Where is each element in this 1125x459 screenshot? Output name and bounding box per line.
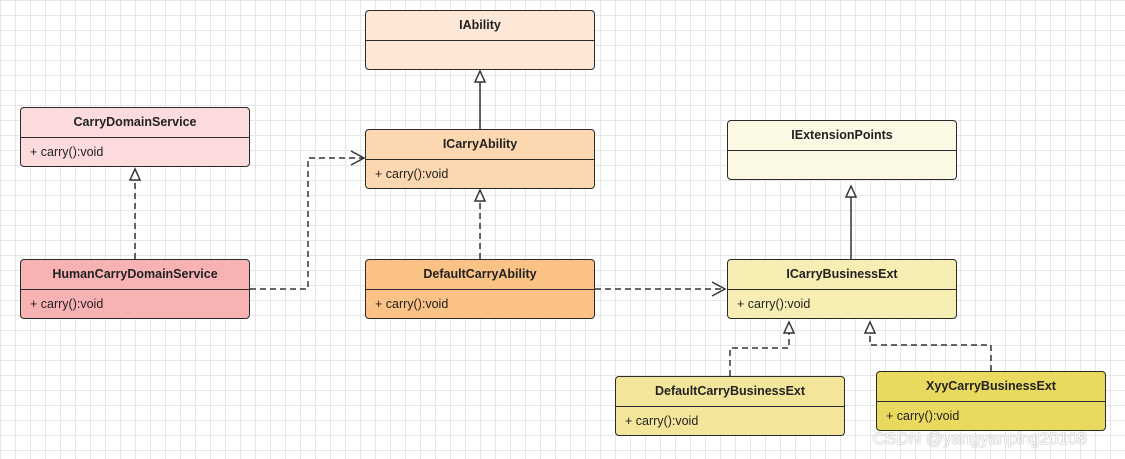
class-title: XyyCarryBusinessExt bbox=[877, 372, 1105, 402]
class-method: + carry():void bbox=[625, 414, 699, 428]
watermark: CSDN @yangyanping20108 bbox=[873, 429, 1087, 448]
edge-humancarrydomainservice-to-carrydomainservice bbox=[128, 167, 142, 259]
edge-defaultcarryability-to-icarrybusinessext bbox=[595, 281, 727, 297]
class-box-icarryability[interactable]: ICarryAbility + carry():void bbox=[365, 129, 595, 189]
class-box-defaultcarryability[interactable]: DefaultCarryAbility + carry():void bbox=[365, 259, 595, 319]
edge-icarrybusinessext-to-iextensionpoints bbox=[844, 184, 858, 259]
class-box-carrydomainservice[interactable]: CarryDomainService + carry():void bbox=[20, 107, 250, 167]
edge-xyycarrybusinessext-to-icarrybusinessext bbox=[863, 320, 992, 371]
edge-humancarrydomainservice-to-icarryability bbox=[250, 150, 366, 290]
class-title: CarryDomainService bbox=[21, 108, 249, 138]
class-title: DefaultCarryAbility bbox=[366, 260, 594, 290]
edge-defaultcarryability-to-icarryability bbox=[473, 188, 487, 259]
class-box-iability[interactable]: IAbility bbox=[365, 10, 595, 70]
class-title: IExtensionPoints bbox=[728, 121, 956, 151]
class-method: + carry():void bbox=[737, 297, 811, 311]
class-box-xyycarrybusinessext[interactable]: XyyCarryBusinessExt + carry():void bbox=[876, 371, 1106, 431]
class-title: HumanCarryDomainService bbox=[21, 260, 249, 290]
class-title: ICarryBusinessExt bbox=[728, 260, 956, 290]
edge-defaultcarrybusinessext-to-icarrybusinessext bbox=[729, 320, 796, 376]
edge-icarryability-to-iability bbox=[473, 69, 487, 129]
class-box-icarrybusinessext[interactable]: ICarryBusinessExt + carry():void bbox=[727, 259, 957, 319]
class-title: IAbility bbox=[366, 11, 594, 41]
class-method: + carry():void bbox=[375, 297, 449, 311]
class-title: ICarryAbility bbox=[366, 130, 594, 160]
class-method: + carry():void bbox=[886, 409, 960, 423]
class-box-defaultcarrybusinessext[interactable]: DefaultCarryBusinessExt + carry():void bbox=[615, 376, 845, 436]
class-method: + carry():void bbox=[375, 167, 449, 181]
class-box-humancarrydomainservice[interactable]: HumanCarryDomainService + carry():void bbox=[20, 259, 250, 319]
class-method: + carry():void bbox=[30, 145, 104, 159]
class-title: DefaultCarryBusinessExt bbox=[616, 377, 844, 407]
class-method: + carry():void bbox=[30, 297, 104, 311]
class-box-iextensionpoints[interactable]: IExtensionPoints bbox=[727, 120, 957, 180]
